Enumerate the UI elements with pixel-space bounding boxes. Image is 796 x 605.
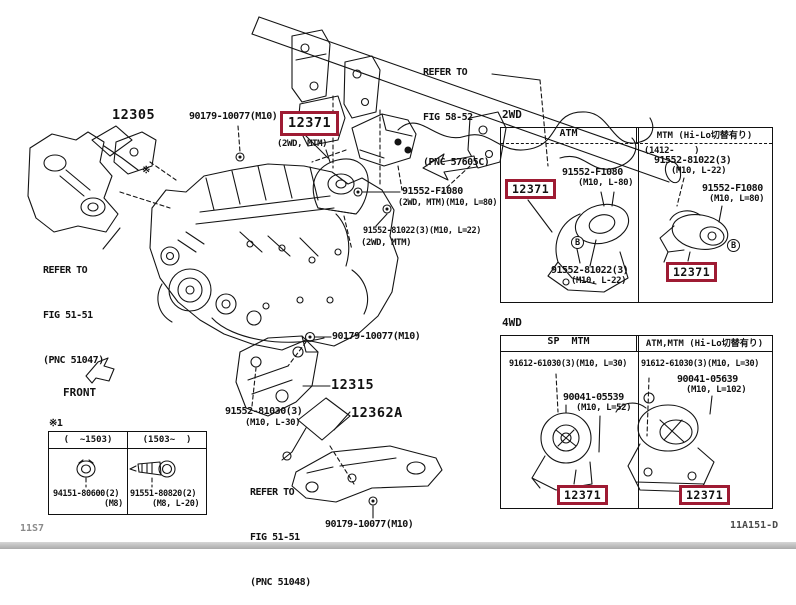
refer-line: FIG 51-51	[43, 310, 93, 321]
part-label-12305: 12305	[112, 107, 156, 123]
fastener-ref-circle-b-mtm: B	[727, 239, 740, 252]
part-12305-drawing	[351, 113, 417, 167]
table-4wd-col1-header: SP MTM	[547, 336, 590, 347]
spec-f1080-center: (2WD, MTM)(M10, L=80)	[398, 198, 498, 208]
note-1412: (1412- )	[644, 146, 700, 156]
note-asterisk-1: ※1	[49, 418, 63, 429]
refer-line: REFER TO	[423, 67, 468, 78]
table-2wd-atm-mount-drawing	[547, 191, 630, 293]
sheet-code-right: 11A151-D	[730, 520, 779, 531]
refer-fig-58-52: REFER TO FIG 58-52 (PNC 57605C)	[423, 35, 490, 185]
leader-lines	[102, 73, 723, 519]
refer-line: REFER TO	[250, 487, 295, 498]
bottom-gray-strip	[0, 542, 796, 549]
part-91551-80820: 91551-80820(2)	[130, 489, 197, 499]
main-mount-drawing	[312, 149, 369, 215]
refer-fig-51-51-pnc51047: REFER TO FIG 51-51 (PNC 51047)	[43, 233, 104, 383]
refer-line: FIG 58-52	[423, 112, 473, 123]
highlight-part-12371-main[interactable]: 12371	[280, 111, 340, 136]
part-label-12315: 12315	[331, 377, 375, 393]
table-2wd-mtm-mount-drawing	[659, 210, 729, 263]
front-arrow	[85, 357, 115, 384]
front-direction-label: FRONT	[63, 386, 97, 399]
table-2wd-col1-header: ATM	[559, 128, 578, 139]
part-91552-81022-atm: 91552-81022(3)	[551, 265, 629, 276]
highlight-part-12371-4wd-sp[interactable]: 12371	[557, 485, 609, 505]
refer-line: (PNC 51048)	[250, 577, 311, 588]
spec-91552-81030: (M10, L-30)	[245, 418, 301, 428]
section-label-4wd: 4WD	[502, 316, 522, 329]
reference-circle-markers	[235, 152, 392, 506]
part-94151-80600: 94151-80600(2)	[53, 489, 120, 499]
table-2wd-col2-header: MTM (Hi-Lo切替有り)	[636, 128, 772, 143]
engine-block-drawing	[149, 163, 399, 351]
spec-m8: (M8)	[104, 499, 123, 509]
part-91612-61030-atm: 91612-61030(3)(M10, L=30)	[641, 359, 759, 369]
highlight-part-12371-2wd-mtm[interactable]: 12371	[666, 262, 718, 282]
table-4wd-sp-mount-drawing	[531, 404, 593, 491]
part-91552-81022-center: 91552-81022(3)(M10, L=22)	[363, 226, 481, 236]
parts-catalog-page: { "sheet": { "code_left": "11S7", "code_…	[0, 16, 796, 588]
part-90041-05539: 90041-05539	[563, 392, 624, 403]
fastener-ref-circle-b-atm: B	[571, 236, 584, 249]
refer-fig-51-51-pnc51048: REFER TO FIG 51-51 (PNC 51048)	[250, 455, 311, 605]
asterisk-marker: ※	[142, 165, 150, 176]
spec-m10-l80-atm: (M10, L-80)	[578, 178, 634, 188]
spec-m10-l80-mtm: (M10, L=80)	[709, 194, 765, 204]
bracket-12315-drawing	[235, 335, 319, 417]
table-4wd-divider	[638, 336, 639, 508]
highlight-part-12371-2wd-atm[interactable]: 12371	[505, 179, 557, 199]
part-91552-f1080-center: 91552-F1080	[402, 186, 463, 197]
table-fasteners: ( ~1503) (1503~ )	[48, 431, 207, 515]
left-arrow-on-beam	[422, 153, 478, 181]
table-4wd: SP MTM ATM,MTM (Hi-Lo切替有り)	[500, 335, 773, 509]
part-90041-05639: 90041-05639	[677, 374, 738, 385]
refer-line: REFER TO	[43, 265, 88, 276]
part-label-12362a: 12362A	[351, 405, 403, 421]
fastener-nut-icon-drawing	[76, 459, 96, 478]
part-91552-81022-mtm: 91552-81022(3)	[654, 155, 732, 166]
engine-mounting-line-art	[27, 16, 729, 519]
spec-m10-l102: (M10, L=102)	[686, 385, 747, 395]
part-91552-f1080-atm: 91552-F1080	[562, 167, 623, 178]
refer-line: (PNC 51047)	[43, 355, 104, 366]
part-91552-f1080-mtm: 91552-F1080	[702, 183, 763, 194]
spec-m10-l22-mtm: (M10, L-22)	[671, 166, 727, 176]
refer-line: (PNC 57605C)	[423, 157, 490, 168]
table-2wd: ATM MTM (Hi-Lo切替有り)	[500, 127, 773, 303]
bolt-label-90179-mid: 90179-10077(M10)	[332, 331, 421, 342]
table-4wd-col2-header: ATM,MTM (Hi-Lo切替有り)	[636, 336, 772, 351]
sheet-code-left: 11S7	[20, 523, 45, 534]
bolt-label-90179-bottom: 90179-10077(M10)	[325, 519, 414, 530]
spec-m8-l20: (M8, L-20)	[152, 499, 200, 509]
bolt-label-91552-81030: 91552-81030(3)	[225, 406, 303, 417]
spec-m10-l52: (M10, L=52)	[576, 403, 632, 413]
table-fasteners-divider	[127, 432, 128, 514]
section-label-2wd: 2WD	[502, 108, 522, 121]
lower-arm-drawing	[291, 445, 443, 503]
fastener-bolt-icon-drawing	[129, 460, 176, 478]
fasteners-col1-header: ( ~1503)	[63, 435, 113, 445]
part-91612-61030-sp: 91612-61030(3)(M10, L=30)	[509, 359, 627, 369]
fasteners-col2-header: (1503~ )	[127, 432, 206, 448]
table-2wd-divider	[638, 128, 639, 302]
damper-12362a-drawing	[281, 397, 351, 461]
refer-line: FIG 51-51	[250, 532, 300, 543]
bolt-label-90179-top: 90179-10077(M10)	[189, 111, 278, 122]
main-mount-variant-note: (2WD, MTM)	[277, 139, 328, 149]
spec-81022-center: (2WD, MTM)	[361, 238, 412, 248]
spec-m10-l22-atm: (M10, L-22)	[571, 276, 627, 286]
highlight-part-12371-4wd-atm[interactable]: 12371	[679, 485, 731, 505]
left-mount-drawing	[27, 125, 157, 233]
